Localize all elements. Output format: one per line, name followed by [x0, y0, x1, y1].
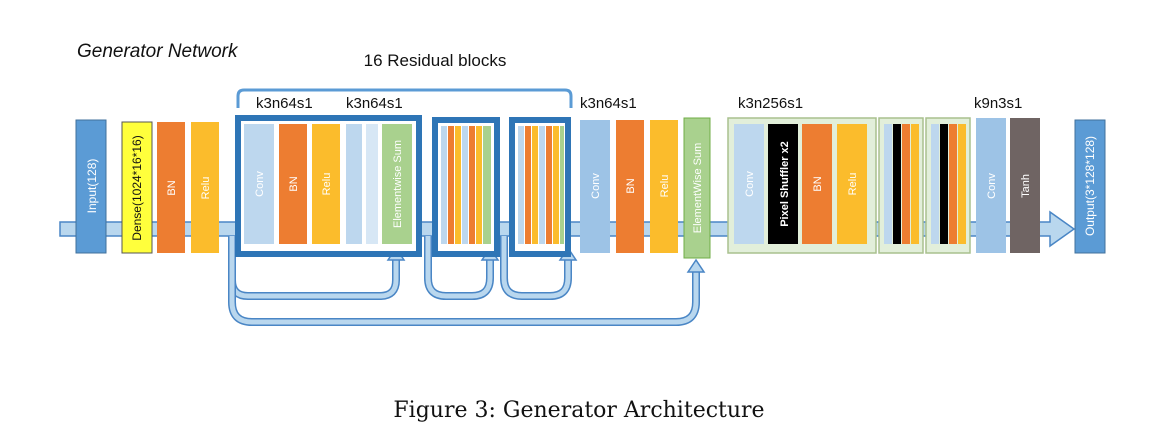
elementwise-sum-label: ElementWise Sum	[692, 143, 704, 233]
long-skip-arrow-inner	[229, 236, 699, 325]
conv-layer-2	[580, 120, 610, 253]
residual-relu-1	[312, 124, 340, 244]
bn-layer-1	[157, 122, 185, 253]
input-label: Input(128)	[85, 159, 99, 214]
relu-layer-2	[650, 120, 678, 253]
conv-label-2: Conv	[590, 173, 602, 199]
annotation-k3n64s1-a: k3n64s1	[256, 95, 313, 112]
tanh-label: Tanh	[1020, 174, 1032, 198]
bn-label-2: BN	[625, 178, 637, 193]
dense-label: Dense(1024*16*16)	[130, 135, 144, 240]
upsample-block-3-stripes	[931, 124, 966, 244]
figure-caption: Figure 3: Generator Architecture	[393, 398, 765, 423]
upsample-relu	[837, 124, 867, 244]
residual-block-3-stripes	[518, 126, 564, 244]
tanh-layer	[1010, 118, 1040, 253]
bn-label-1: BN	[166, 180, 178, 195]
residual-bracket	[236, 88, 573, 108]
diagram-title: Generator Network	[77, 41, 239, 62]
relu-layer-1	[191, 122, 219, 253]
long-skip-head	[686, 258, 706, 273]
annotation-k9n3s1: k9n3s1	[974, 95, 1022, 112]
upsample-relu-label: Relu	[847, 173, 859, 196]
upsample-bn	[802, 124, 832, 244]
residual-conv-1	[244, 124, 274, 244]
final-conv-label: Conv	[986, 173, 998, 199]
upsample-conv	[734, 124, 764, 244]
dense-layer	[121, 121, 153, 254]
residual-relu-label-1: Relu	[321, 173, 333, 196]
residual-bn-1	[279, 124, 307, 244]
residual-block-2-stripes	[441, 126, 491, 244]
annotation-k3n64s1-c: k3n64s1	[580, 95, 637, 112]
pixel-shuffler	[768, 124, 798, 244]
residual-conv-label-1: Conv	[254, 171, 266, 197]
residual-bn-2	[366, 124, 378, 244]
residual-sum-label-1: Elementwise Sum	[392, 140, 404, 228]
upsample-conv-label: Conv	[744, 171, 756, 197]
residual-sum-1	[382, 124, 412, 244]
upsample-bn-label: BN	[812, 176, 824, 191]
output-layer	[1074, 119, 1106, 254]
residual-conv-2	[346, 124, 362, 244]
bn-layer-2	[616, 120, 644, 253]
elementwise-sum-layer	[683, 117, 711, 259]
skip-arrow-block2-inner	[425, 236, 493, 299]
relu-label-2: Relu	[659, 175, 671, 198]
annotation-k3n64s1-b: k3n64s1	[346, 95, 403, 112]
output-label: Output(3*128*128)	[1083, 136, 1097, 236]
input-layer	[75, 119, 107, 254]
final-conv-layer	[976, 118, 1006, 253]
upsample-block-2-stripes	[884, 124, 919, 244]
residual-bracket-label: 16 Residual blocks	[364, 51, 507, 70]
annotation-k3n256s1: k3n256s1	[738, 95, 803, 112]
skip-arrow-block3-inner	[501, 236, 571, 299]
pixel-shuffler-label: Pixel Shuffler x2	[779, 141, 791, 227]
residual-bn-label-1: BN	[288, 176, 300, 191]
relu-label-1: Relu	[200, 177, 212, 200]
